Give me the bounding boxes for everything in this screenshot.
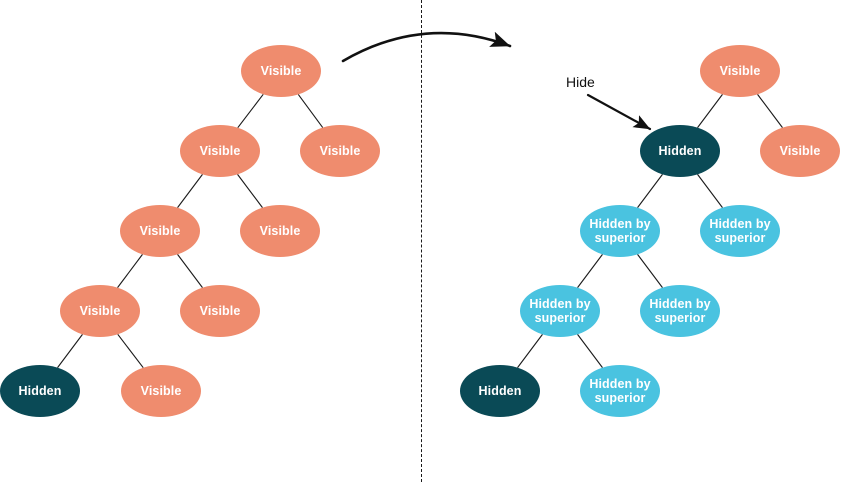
node-label: Hidden by superior xyxy=(589,217,651,245)
tree-edge xyxy=(697,94,723,128)
tree-node-l7[interactable]: Hidden xyxy=(0,365,80,417)
tree-edge xyxy=(577,334,603,368)
tree-edge xyxy=(577,254,603,288)
node-label: Hidden xyxy=(658,144,702,158)
tree-edge xyxy=(177,174,203,208)
tree-node-l8[interactable]: Visible xyxy=(121,365,201,417)
node-label: Visible xyxy=(259,224,301,238)
tree-node-r4[interactable]: Hidden by superior xyxy=(700,205,780,257)
tree-edge xyxy=(637,174,663,208)
node-label: Visible xyxy=(779,144,821,158)
tree-node-l3[interactable]: Visible xyxy=(120,205,200,257)
tree-node-r5[interactable]: Hidden by superior xyxy=(520,285,600,337)
node-label: Hidden xyxy=(478,384,522,398)
tree-edge xyxy=(697,174,723,208)
panel-divider xyxy=(421,0,422,482)
node-label: Hidden by superior xyxy=(709,217,771,245)
node-label: Hidden by superior xyxy=(589,377,651,405)
tree-edge xyxy=(517,334,543,368)
tree-edge xyxy=(757,94,783,128)
tree-edge xyxy=(177,254,203,288)
tree-node-r7[interactable]: Hidden xyxy=(460,365,540,417)
tree-edge xyxy=(237,93,264,129)
node-label: Visible xyxy=(199,144,241,158)
tree-node-l2[interactable]: Visible xyxy=(300,125,380,177)
node-label: Visible xyxy=(139,224,181,238)
transition-arrow xyxy=(341,31,512,63)
node-label: Visible xyxy=(199,304,241,318)
tree-node-l6[interactable]: Visible xyxy=(180,285,260,337)
tree-edge xyxy=(637,254,663,288)
tree-edge xyxy=(57,334,83,368)
node-label: Hidden by superior xyxy=(649,297,711,325)
tree-node-l4[interactable]: Visible xyxy=(240,205,320,257)
hide-label: Hide xyxy=(566,74,595,90)
node-label: Visible xyxy=(319,144,361,158)
tree-node-r1[interactable]: Hidden xyxy=(640,125,720,177)
tree-node-r2[interactable]: Visible xyxy=(760,125,840,177)
tree-node-r3[interactable]: Hidden by superior xyxy=(580,205,660,257)
node-label: Visible xyxy=(719,64,761,78)
node-label: Visible xyxy=(260,64,302,78)
tree-node-l1[interactable]: Visible xyxy=(180,125,260,177)
tree-node-l5[interactable]: Visible xyxy=(60,285,140,337)
node-label: Visible xyxy=(79,304,121,318)
tree-node-r0[interactable]: Visible xyxy=(700,45,780,97)
node-label: Hidden xyxy=(18,384,62,398)
node-label: Visible xyxy=(140,384,182,398)
tree-node-r6[interactable]: Hidden by superior xyxy=(640,285,720,337)
tree-edge xyxy=(297,94,324,128)
tree-edge xyxy=(117,254,143,288)
tree-node-r8[interactable]: Hidden by superior xyxy=(580,365,660,417)
tree-edge xyxy=(117,333,144,369)
node-label: Hidden by superior xyxy=(529,297,591,325)
tree-edge xyxy=(237,174,263,208)
tree-node-l0[interactable]: Visible xyxy=(241,45,321,97)
hide-arrow xyxy=(586,93,652,131)
